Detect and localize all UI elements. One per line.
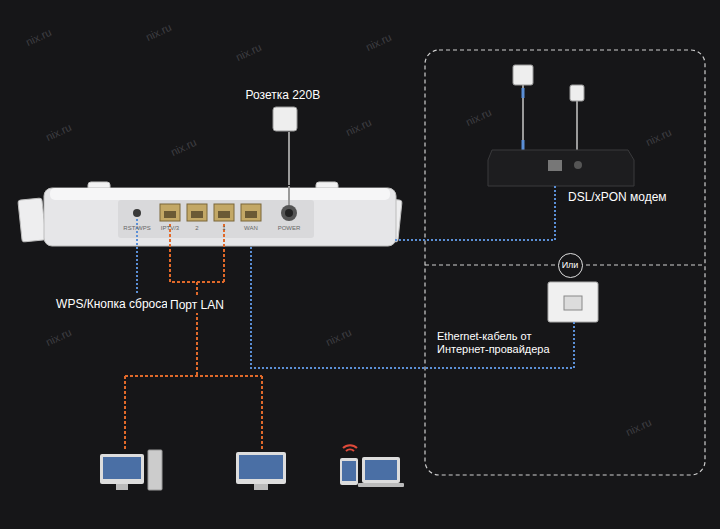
device-node: DSL/xPON модем	[488, 150, 632, 186]
node-label: Или	[562, 260, 579, 271]
router-top	[50, 188, 390, 200]
power-cable	[288, 186, 290, 205]
phone-cable	[522, 85, 524, 150]
device-node: Розетка 220В	[244, 88, 327, 132]
lan-port	[214, 204, 234, 221]
laptop	[362, 457, 400, 483]
wifi-symbol	[343, 445, 357, 451]
laptop-base	[358, 483, 404, 487]
node-label: DSL/xPON модем	[568, 190, 667, 204]
port-socket	[191, 211, 203, 218]
watermark: nix.ru	[463, 105, 493, 129]
monitor-stand	[116, 484, 128, 490]
port-socket	[245, 211, 257, 218]
modem-power-cable	[576, 101, 578, 152]
port-label: RST/WPS	[123, 225, 150, 232]
cable-tip	[522, 88, 525, 98]
router-body	[44, 188, 396, 246]
port-label: 2	[195, 225, 198, 232]
power-port	[281, 205, 297, 221]
port-socket	[218, 211, 230, 218]
desktop-monitor	[100, 454, 144, 484]
wan-port	[241, 204, 261, 221]
modem-port	[548, 160, 562, 171]
ethernet-socket	[548, 282, 598, 322]
power-port-hole	[285, 209, 293, 217]
watermark: nix.ru	[233, 40, 263, 64]
port-label: POWER	[278, 225, 301, 232]
lan-port	[160, 204, 180, 221]
watermark: nix.ru	[623, 415, 653, 439]
watermark: nix.ru	[323, 325, 353, 349]
power-cable	[288, 132, 290, 185]
modem-plug	[570, 85, 584, 101]
device-node: Ethernet-кабель от Интернет-провайдера	[548, 282, 598, 322]
node-label: Ethernet-кабель от Интернет-провайдера	[437, 330, 562, 356]
wall-socket	[513, 65, 533, 85]
watermark: nix.ru	[168, 135, 198, 159]
callout-label: Порт LAN	[167, 297, 227, 313]
port-label: 1	[222, 225, 225, 232]
ethernet-jack	[564, 296, 582, 310]
modem-power-port	[574, 161, 582, 169]
lan-port	[187, 204, 207, 221]
device-node: RST/WPS IPTV/3 2 1 WAN POWER	[48, 185, 393, 247]
laptop-screen	[365, 460, 397, 480]
choice-circle: Или	[558, 253, 583, 278]
tablet-screen	[342, 461, 356, 481]
pc-tower	[148, 450, 162, 490]
modem-body	[488, 150, 634, 186]
callout-label: WPS/Кнопка сброса	[56, 297, 168, 311]
wan-cable	[393, 186, 555, 240]
port-socket	[164, 211, 176, 218]
lan-cable	[125, 224, 262, 450]
watermark: nix.ru	[343, 115, 373, 139]
monitor-screen	[239, 455, 283, 479]
watermark: nix.ru	[143, 20, 173, 44]
watermark: nix.ru	[43, 325, 73, 349]
port-label: WAN	[244, 225, 258, 232]
antenna	[18, 198, 46, 242]
wps-button	[133, 209, 141, 217]
monitor	[236, 452, 286, 484]
wan-cable	[251, 247, 574, 368]
router-rear-panel	[118, 200, 314, 238]
port-label: IPTV/3	[161, 225, 179, 232]
option-panel	[425, 50, 705, 475]
watermark: nix.ru	[643, 125, 673, 149]
tablet	[340, 458, 358, 485]
watermark: nix.ru	[43, 120, 73, 144]
node-label: Розетка 220В	[244, 88, 327, 102]
monitor-screen	[103, 457, 141, 479]
power-plug	[273, 107, 297, 131]
cable-tip	[522, 140, 525, 150]
watermark: nix.ru	[23, 25, 53, 49]
watermark: nix.ru	[363, 30, 393, 54]
monitor-stand	[254, 484, 268, 490]
